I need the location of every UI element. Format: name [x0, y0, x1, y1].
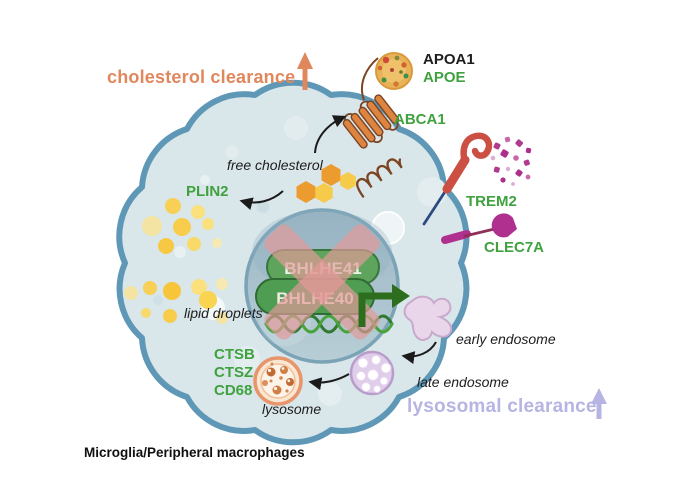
arrow-to-abca1-icon — [314, 115, 347, 154]
apoe-label: APOE — [423, 69, 466, 86]
lipid-droplets-label: lipid droplets — [184, 305, 263, 321]
early-endosome-icon — [403, 295, 453, 341]
late-endosome-label: late endosome — [417, 374, 509, 390]
lysosome-label: lysosome — [262, 401, 322, 417]
abca1-transporter-icon — [342, 57, 403, 198]
arrow-to-plin2-icon — [239, 190, 284, 210]
late-endosome-icon — [349, 350, 395, 396]
lysosome-icon — [253, 356, 303, 406]
trem2-label: TREM2 — [466, 193, 517, 210]
plin2-label: PLIN2 — [186, 183, 229, 200]
cd68-label: CD68 — [214, 381, 253, 399]
early-endosome-label: early endosome — [456, 331, 556, 347]
lysosomal-clearance-label: lysosomal clearance — [407, 396, 597, 417]
cholesterol-up-arrow-icon — [297, 52, 313, 90]
arrow-early-to-late-endosome-icon — [401, 341, 437, 365]
abca1-label: ABCA1 — [394, 111, 446, 128]
cholesterol-clearance-label: cholesterol clearance — [107, 67, 296, 87]
clec7a-label: CLEC7A — [484, 239, 545, 256]
myelin-debris-icon — [490, 136, 532, 186]
lysosomal-gene-labels: CTSB CTSZ CD68 — [214, 347, 255, 400]
inhibition-x-cross-icon — [264, 224, 380, 340]
lysosomal-up-arrow-icon — [591, 388, 607, 419]
clec7a-receptor-icon — [441, 213, 517, 244]
free-cholesterol-label: free cholesterol — [227, 157, 323, 173]
transcription-arrow-icon — [358, 284, 410, 327]
trem2-receptor-icon — [422, 132, 493, 226]
lipoprotein-particle-icon — [375, 52, 413, 90]
lipid-droplets-icon — [124, 198, 228, 324]
apoa1-label: APOA1 — [423, 51, 475, 68]
arrow-late-endosome-to-lysosome-icon — [308, 373, 350, 391]
ctsz-label: CTSZ — [214, 363, 254, 381]
figure-caption: Microglia/Peripheral macrophages — [84, 445, 305, 460]
ctsb-label: CTSB — [214, 346, 255, 363]
cholesterol-hexagons-icon — [296, 164, 356, 203]
